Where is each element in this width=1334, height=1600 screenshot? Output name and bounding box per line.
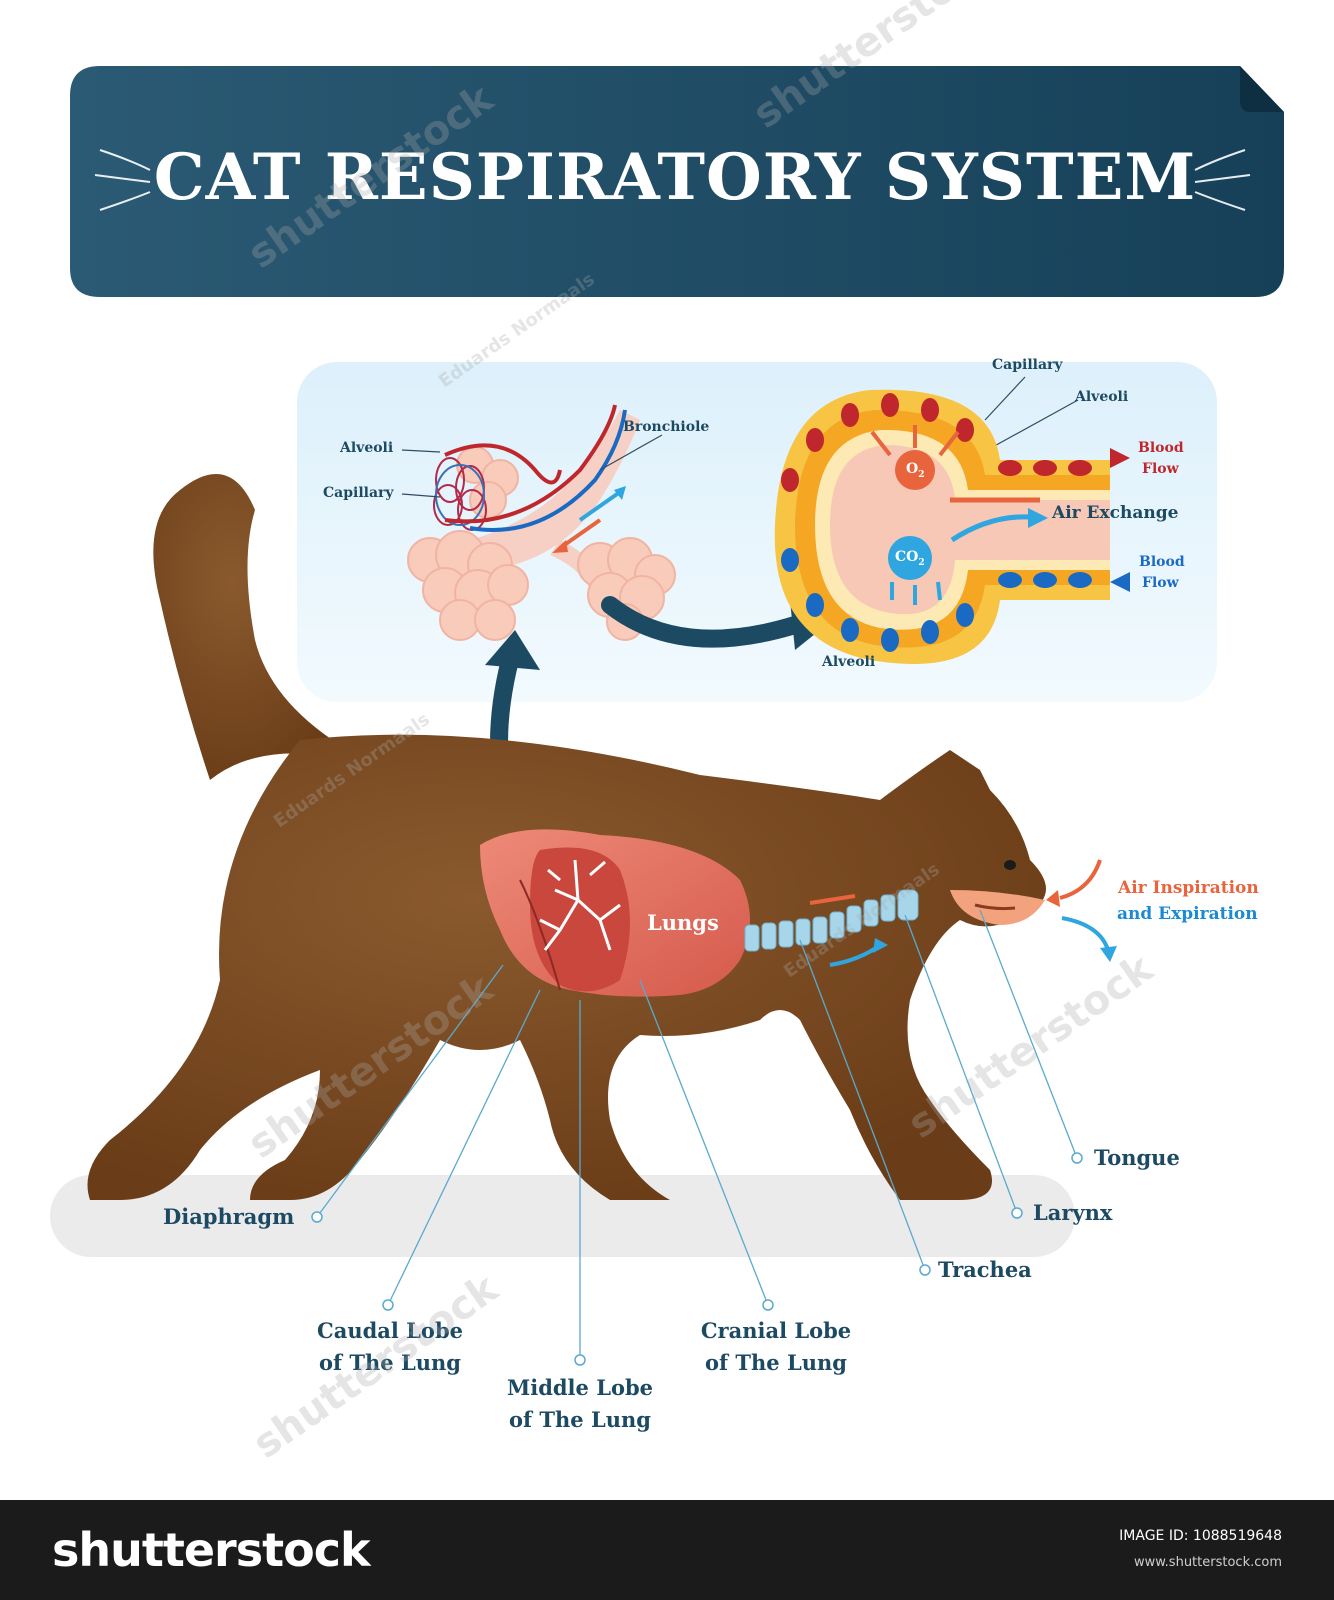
co2-text: CO — [895, 549, 919, 565]
bronchiole-illustration — [407, 404, 676, 641]
footer-url: www.shutterstock.com — [1133, 1555, 1282, 1570]
label-capillary-inset-right: Capillary — [992, 357, 1063, 373]
air-expiration-arrow — [1061, 916, 1110, 951]
footer-bar — [0, 1500, 1334, 1600]
label-alveoli-inset-right: Alveoli — [1075, 389, 1129, 405]
footer-brand: shutterstock — [52, 1523, 371, 1577]
co2-subscript: 2 — [918, 557, 925, 568]
label-diaphragm: Diaphragm — [163, 1204, 295, 1229]
inset-transition-arrow — [601, 596, 804, 648]
title-banner — [70, 66, 1284, 297]
label-capillary-inset-left: Capillary — [323, 485, 394, 501]
lungs-illustration — [480, 829, 919, 997]
cat-leader-dots — [311, 1152, 1083, 1366]
banner-decoration-right — [1194, 149, 1251, 211]
label-tongue: Tongue — [1094, 1145, 1180, 1170]
label-alveoli-inset-bottom: Alveoli — [822, 654, 876, 670]
label-lungs: Lungs — [647, 910, 719, 935]
label-alveoli-inset-left: Alveoli — [340, 440, 394, 456]
label-cranial-lobe-line1: Cranial Lobe — [700, 1318, 852, 1343]
banner-decoration-left — [94, 149, 151, 211]
label-caudal-lobe-line2: of The Lung — [319, 1350, 461, 1375]
label-o2: O2 — [906, 461, 924, 480]
page-title: CAT RESPIRATORY SYSTEM — [153, 140, 1197, 215]
air-expiration-arrowhead — [1100, 946, 1117, 962]
label-blood-flow-bottom-line1: Blood — [1139, 554, 1185, 570]
air-inspiration-arrow — [1059, 859, 1102, 900]
label-middle-lobe-line2: of The Lung — [509, 1407, 651, 1432]
label-blood-flow-top-line2: Flow — [1142, 461, 1179, 477]
air-inspiration-arrowhead — [1046, 890, 1060, 907]
cat-leader-lines — [316, 909, 1078, 1360]
bronchial-tree — [539, 859, 621, 951]
footer-image-id: IMAGE ID: 1088519648 — [1119, 1528, 1282, 1544]
label-trachea: Trachea — [938, 1257, 1032, 1282]
label-air-inspiration: Air Inspiration — [1118, 878, 1259, 898]
label-cranial-lobe-line2: of The Lung — [705, 1350, 847, 1375]
label-co2: CO2 — [895, 549, 925, 568]
o2-text: O — [906, 461, 919, 477]
gas-exchange-illustration — [774, 389, 1130, 664]
label-air-exchange: Air Exchange — [1052, 503, 1179, 523]
label-blood-flow-top-line1: Blood — [1138, 440, 1184, 456]
label-air-expiration: and Expiration — [1117, 904, 1258, 924]
label-larynx: Larynx — [1033, 1200, 1113, 1225]
lung-to-inset-arrowhead — [485, 630, 540, 670]
label-caudal-lobe-line1: Caudal Lobe — [317, 1318, 463, 1343]
label-middle-lobe-line1: Middle Lobe — [506, 1375, 654, 1400]
label-blood-flow-bottom-line2: Flow — [1142, 575, 1179, 591]
o2-subscript: 2 — [918, 469, 925, 480]
label-bronchiole: Bronchiole — [623, 419, 710, 435]
